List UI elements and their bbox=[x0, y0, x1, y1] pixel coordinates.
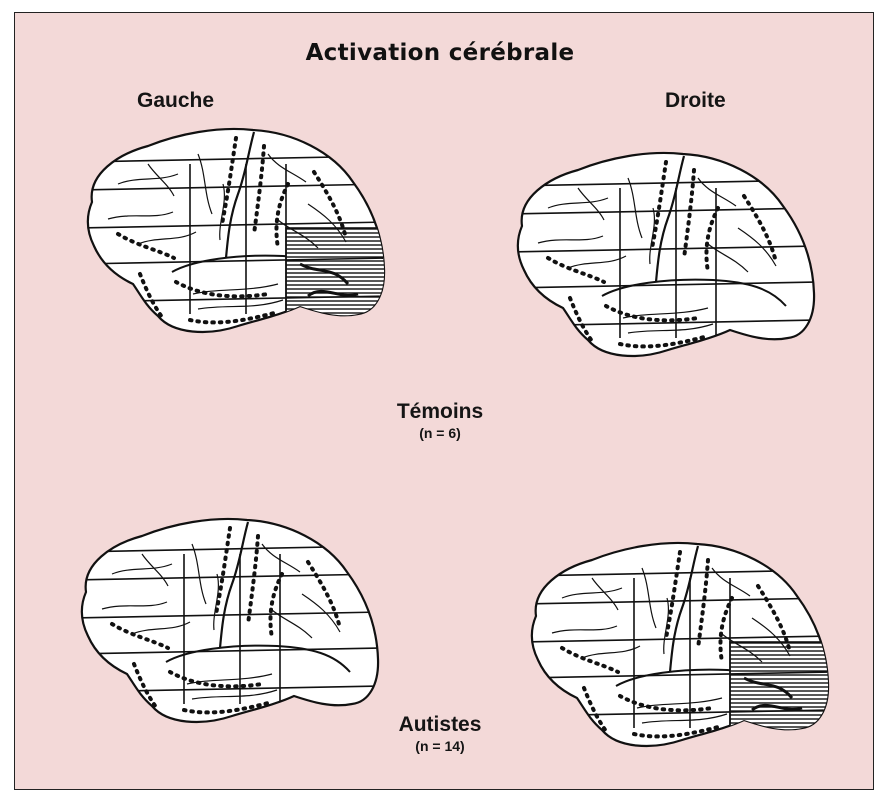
group-label-autistes: Autistes (n = 14) bbox=[0, 713, 880, 754]
group-name-autistes: Autistes bbox=[0, 713, 880, 737]
brain-autistes-left bbox=[72, 514, 382, 729]
figure-title: Activation cérébrale bbox=[0, 40, 880, 66]
brain-temoins-left bbox=[78, 124, 388, 339]
column-label-left: Gauche bbox=[137, 89, 214, 113]
brain-temoins-right bbox=[508, 148, 818, 363]
column-label-right: Droite bbox=[665, 89, 726, 113]
group-count-temoins: (n = 6) bbox=[0, 425, 880, 441]
group-name-temoins: Témoins bbox=[0, 400, 880, 424]
group-count-autistes: (n = 14) bbox=[0, 738, 880, 754]
group-label-temoins: Témoins (n = 6) bbox=[0, 400, 880, 441]
